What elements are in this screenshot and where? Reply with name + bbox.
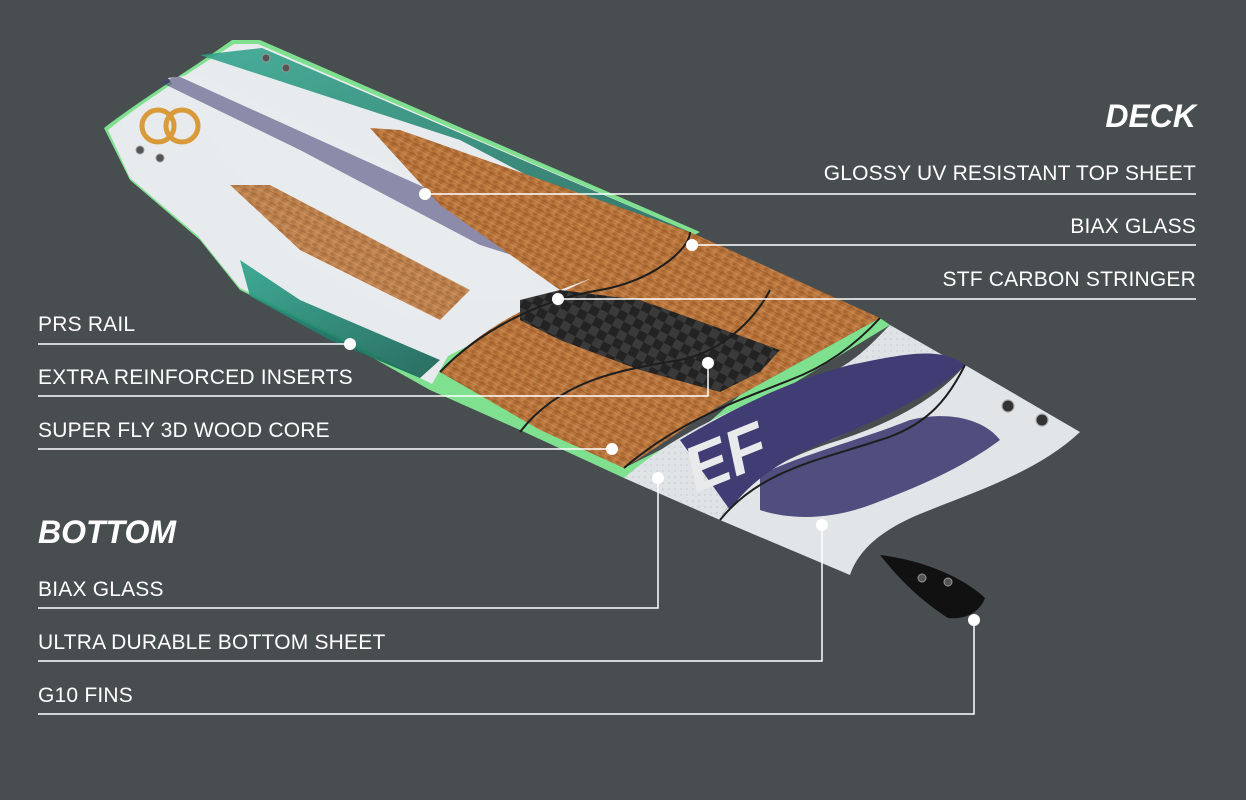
label-g10-fins: G10 FINS [38, 684, 133, 707]
wood-strip-lower [230, 185, 470, 320]
callout-lines [38, 193, 1196, 715]
deck-heading: DECK [1105, 98, 1196, 134]
bottom-graphic-band-2 [760, 416, 1000, 517]
bottom-edge-curve [719, 364, 966, 521]
label-wood-core: SUPER FLY 3D WOOD CORE [38, 419, 330, 442]
label-glossy-top-sheet: GLOSSY UV RESISTANT TOP SHEET [823, 162, 1196, 185]
kiteboard: EF [104, 40, 1080, 619]
label-bottom-sheet: ULTRA DURABLE BOTTOM SHEET [38, 631, 386, 654]
carbon-stringer [520, 290, 780, 392]
leader-g10-fins [38, 620, 975, 715]
layer-edge-3 [623, 317, 881, 469]
label-biax-glass-deck: BIAX GLASS [1070, 215, 1196, 238]
label-prs-rail: PRS RAIL [38, 313, 136, 336]
teal-accent-left [240, 260, 440, 378]
label-biax-glass-bottom: BIAX GLASS [38, 578, 164, 601]
g10-fin [880, 555, 985, 619]
eleveight-logo-icon [139, 107, 201, 145]
label-extra-reinforced-inserts: EXTRA REINFORCED INSERTS [38, 366, 353, 389]
bottom-graphic-band [680, 353, 965, 510]
label-stf-carbon-stringer: STF CARBON STRINGER [942, 268, 1196, 291]
bottom-heading: BOTTOM [38, 514, 177, 550]
layer-edge-1 [439, 231, 691, 373]
navy-stripe [168, 74, 540, 320]
leader-inserts [38, 363, 709, 397]
wood-strip-upper [370, 128, 690, 290]
callout-dots [344, 188, 980, 626]
tail-insert-screws [1001, 399, 1049, 427]
insert-screws [135, 53, 291, 163]
leader-bottom-sheet [38, 525, 823, 662]
leader-biax-glass-bottom [38, 478, 659, 609]
